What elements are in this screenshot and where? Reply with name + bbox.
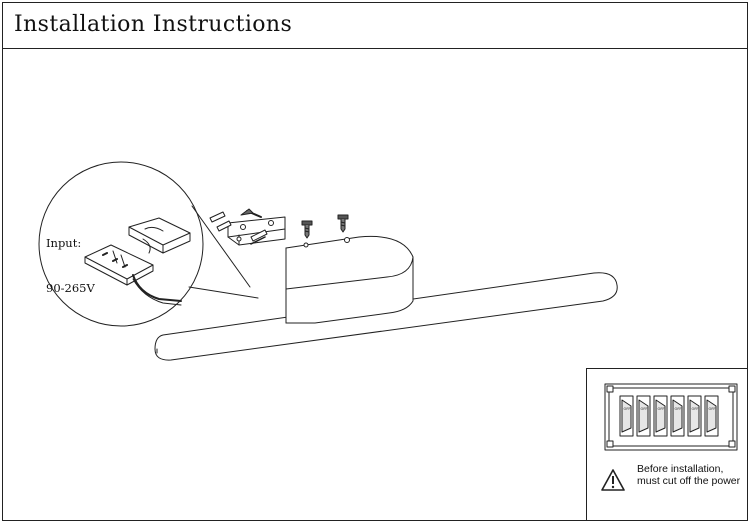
switch-off-label: OFF: [675, 407, 682, 411]
rocker-switch: OFF: [687, 395, 702, 437]
lamp-bar: [154, 272, 618, 361]
switch-off-label: OFF: [624, 407, 631, 411]
screw-icon: [606, 440, 614, 448]
input-voltage-label: Input: 90-265V: [46, 206, 95, 326]
wall-plugs: [209, 211, 268, 245]
rocker-switch: OFF: [653, 395, 668, 437]
switch-off-label: OFF: [692, 407, 699, 411]
header-bar: Installation Instructions: [3, 3, 747, 49]
rocker-switch: OFF: [670, 395, 685, 437]
lamp-head: [285, 235, 414, 324]
driver-box: [84, 217, 191, 306]
switch-off-label: OFF: [709, 407, 716, 411]
input-label-line2: 90-265V: [46, 281, 95, 295]
power-warning-box: OFF OFF OFF OFF OFF OFF: [586, 368, 747, 520]
rocker-switch: OFF: [619, 395, 634, 437]
warning-triangle-icon: [601, 469, 625, 491]
rocker-switch: OFF: [704, 395, 719, 437]
switch-off-label: OFF: [641, 407, 648, 411]
switch-panel-drawing: OFF OFF OFF OFF OFF OFF: [604, 383, 738, 451]
screw-icon: [606, 385, 614, 393]
page-title: Installation Instructions: [14, 12, 293, 37]
rocker-switches: OFF OFF OFF OFF OFF OFF: [619, 395, 719, 437]
screws: [301, 214, 349, 239]
callout-magnifier: [38, 161, 259, 327]
mounting-bracket: [227, 208, 286, 246]
input-label-line1: Input:: [46, 236, 82, 250]
warning-text: Before installation, must cut off the po…: [637, 463, 741, 487]
screw-icon: [728, 385, 736, 393]
rocker-switch: OFF: [636, 395, 651, 437]
screw-icon: [728, 440, 736, 448]
installation-diagram: [38, 161, 618, 361]
switch-off-label: OFF: [658, 407, 665, 411]
